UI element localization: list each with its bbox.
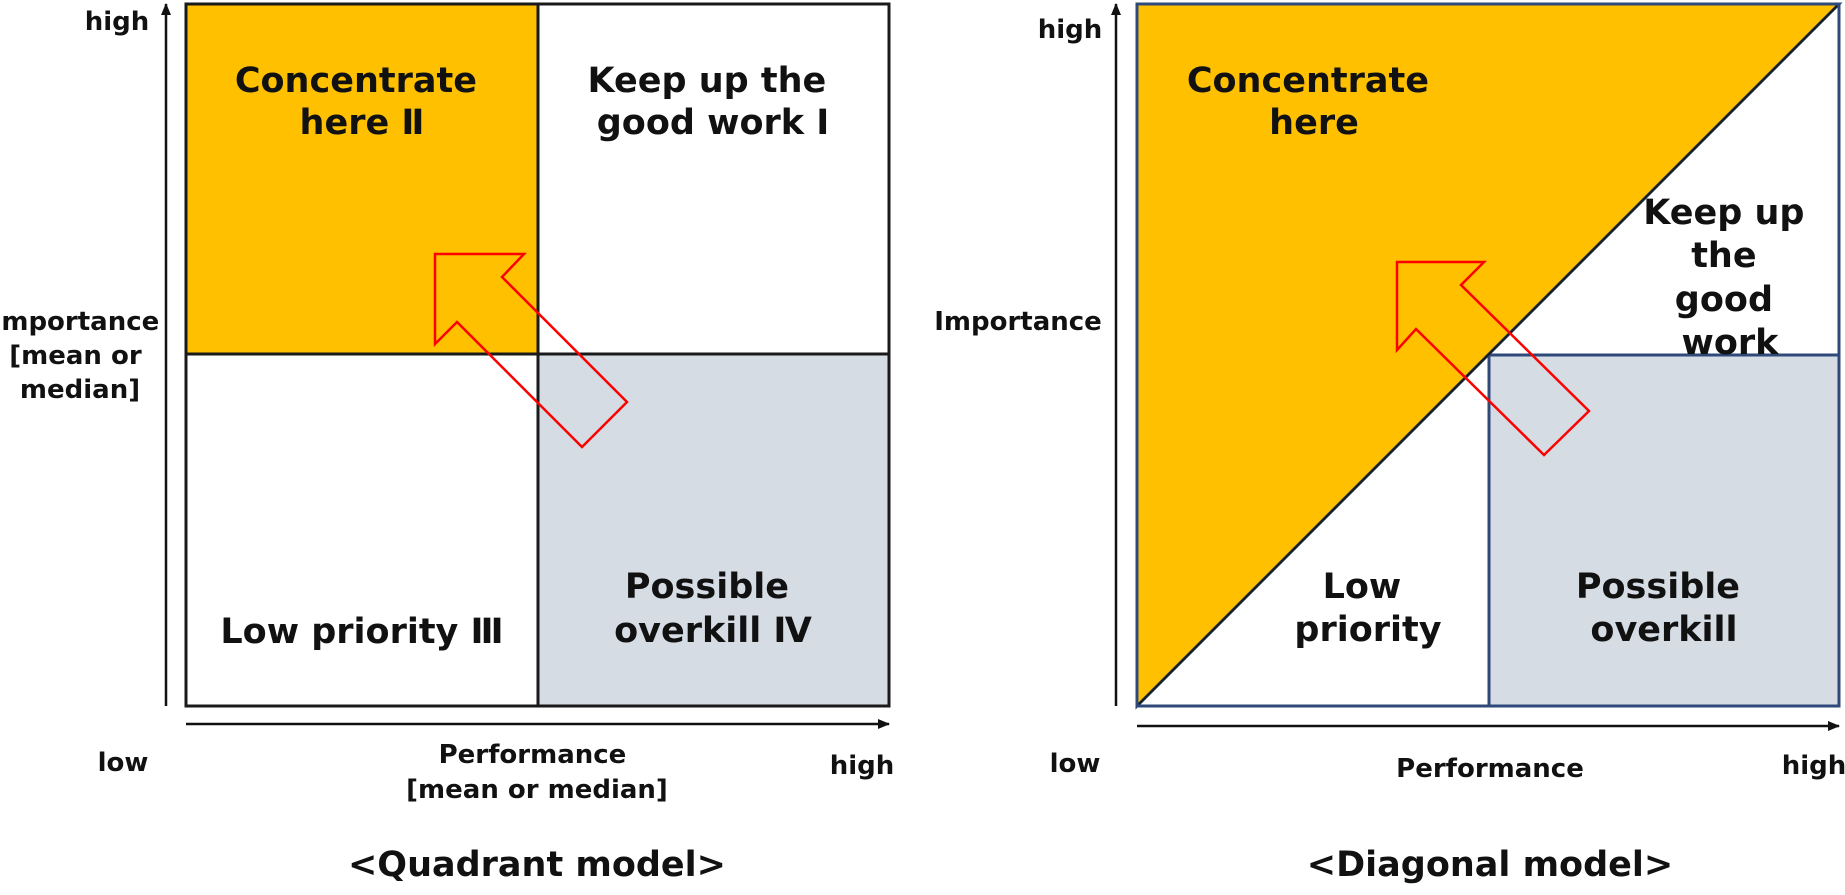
quadrant-overkill-label: Possible overkill Ⅳ bbox=[614, 567, 812, 651]
diagonal-overkill-cell bbox=[1487, 353, 1841, 708]
quadrant-model-caption: <Quadrant model> bbox=[348, 845, 726, 885]
quadrant-keep-up-label: Keep up the good work Ⅰ bbox=[588, 61, 839, 143]
diagonal-low-priority-label: Low priority bbox=[1294, 567, 1441, 650]
diagonal-overkill-label: Possible overkill bbox=[1576, 567, 1752, 650]
diagonal-keep-up-label: Keep up the good work bbox=[1643, 193, 1816, 363]
diagonal-x-axis-label: Performance bbox=[1396, 754, 1584, 784]
quadrant-x-axis-label: Performance [mean or median] bbox=[406, 740, 668, 805]
diagonal-concentrate-label: Concentrate here bbox=[1187, 61, 1441, 143]
diagonal-y-axis-label: Importance bbox=[934, 307, 1102, 337]
diagonal-outer-border bbox=[1135, 2, 1841, 708]
diagonal-model-caption: <Diagonal model> bbox=[1307, 845, 1673, 885]
quadrant-y-high-label: high bbox=[85, 7, 150, 37]
diagonal-divider-line bbox=[1136, 3, 1840, 707]
quadrant-concentrate-label: Concentrate here Ⅱ bbox=[235, 61, 489, 143]
diagonal-x-high-label: high bbox=[1782, 751, 1845, 781]
diagonal-model: Concentrate here Keep up the good work L… bbox=[934, 2, 1845, 885]
quadrant-model: Concentrate here Ⅱ Keep up the good work… bbox=[0, 2, 895, 885]
quadrant-low-priority-label: Low priority Ⅲ bbox=[220, 612, 503, 652]
diagonal-x-low-label: low bbox=[1050, 749, 1101, 779]
quadrant-improvement-arrow-shape bbox=[433, 252, 629, 449]
quadrant-low-priority-cell bbox=[184, 352, 540, 708]
diagonal-improvement-arrow bbox=[1395, 260, 1591, 457]
quadrant-x-high-label: high bbox=[830, 751, 895, 781]
diagonal-y-high-label: high bbox=[1038, 15, 1103, 45]
quadrant-x-low-label: low bbox=[98, 748, 149, 778]
quadrant-overkill-cell bbox=[536, 352, 891, 708]
quadrant-concentrate-cell bbox=[184, 2, 540, 356]
quadrant-keep-up-cell bbox=[536, 2, 891, 356]
quadrant-y-axis-label: Importance [mean or median] bbox=[0, 307, 168, 405]
